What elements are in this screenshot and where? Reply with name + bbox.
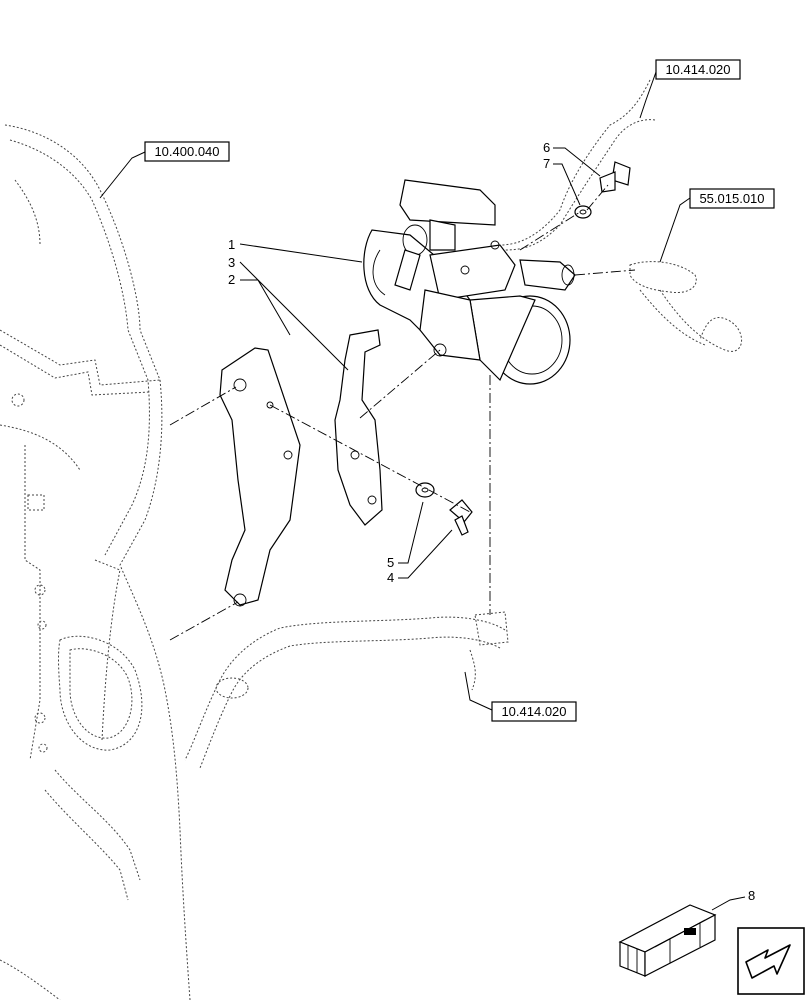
ref-box-top[interactable]: 10.414.020 [655, 59, 741, 80]
pump-motor-assembly [363, 179, 576, 385]
leader-lines [99, 71, 746, 911]
callout-3: 3 [228, 255, 235, 270]
ref-label-right: 55.015.010 [699, 191, 764, 206]
bolt-part-6 [599, 161, 631, 193]
frame-structure-ghost [0, 124, 191, 1001]
hose-ghost-bottom [184, 611, 509, 769]
bracket-part-3 [334, 329, 383, 526]
callout-2: 2 [228, 272, 235, 287]
hose-ghost-top [499, 79, 656, 251]
callout-4: 4 [387, 570, 394, 585]
ref-label-bottom: 10.414.020 [501, 704, 566, 719]
ref-box-right[interactable]: 55.015.010 [689, 188, 775, 209]
callout-7: 7 [543, 156, 550, 171]
ref-box-left[interactable]: 10.400.040 [144, 141, 230, 162]
bolt-part-4 [449, 499, 473, 536]
callout-8: 8 [748, 888, 755, 903]
callout-5: 5 [387, 555, 394, 570]
callout-6: 6 [543, 140, 550, 155]
callout-1: 1 [228, 237, 235, 252]
ref-box-bottom[interactable]: 10.414.020 [491, 701, 577, 722]
crate-icon[interactable] [618, 904, 717, 977]
ref-label-left: 10.400.040 [154, 144, 219, 159]
plate-part-2 [219, 347, 301, 607]
washer-part-7 [574, 205, 592, 219]
alignment-lines [169, 184, 636, 641]
connector-ghost-right [629, 261, 743, 352]
washer-part-5 [415, 482, 435, 498]
arrow-down-left-icon[interactable] [737, 927, 805, 995]
ref-label-top: 10.414.020 [665, 62, 730, 77]
